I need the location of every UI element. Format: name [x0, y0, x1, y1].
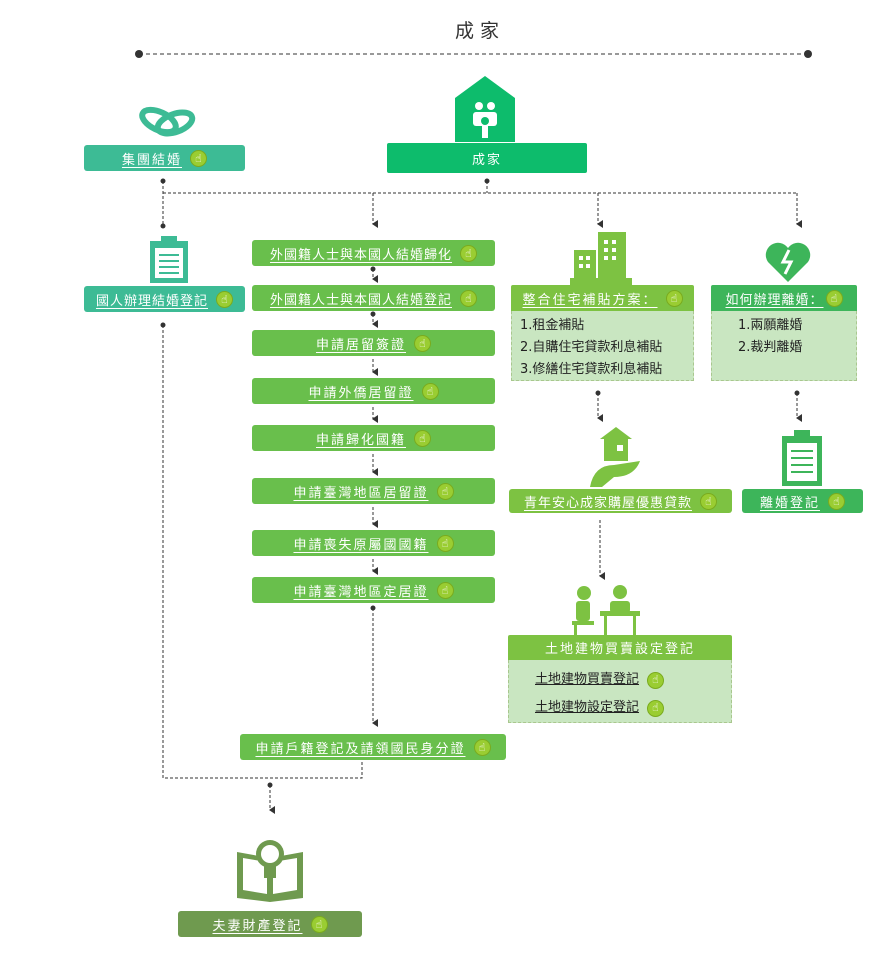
foreign-step-button[interactable]: 外國籍人士與本國人結婚登記☝ — [252, 285, 495, 311]
family-button: 成家 — [387, 143, 587, 173]
list-item: 3.修繕住宅貸款利息補貼 — [520, 362, 663, 377]
foreign-step-button[interactable]: 外國籍人士與本國人結婚歸化☝ — [252, 240, 495, 266]
family-house-icon — [455, 76, 515, 142]
housing-subsidy-button[interactable]: 整合住宅補貼方案：☝ — [511, 285, 694, 311]
list-item: 1.兩願離婚 — [738, 318, 803, 333]
hand-pointer-icon: ☝ — [436, 581, 454, 599]
clipboard-icon — [150, 236, 188, 283]
hand-pointer-icon: ☝ — [436, 482, 454, 500]
hand-house-icon — [590, 427, 640, 487]
youth-loan-button[interactable]: 青年安心成家購屋優惠貸款☝ — [509, 489, 732, 513]
housing-subsidy-list: 1.租金補貼 2.自購住宅貸款利息補貼 3.修繕住宅貸款利息補貼 — [511, 311, 694, 381]
hand-pointer-icon: ☝ — [473, 738, 491, 756]
hand-pointer-icon: ☝ — [190, 149, 207, 167]
land-mortgage-link[interactable]: 土地建物設定登記☝ — [535, 694, 731, 722]
hand-pointer-icon: ☝ — [647, 699, 665, 717]
divorce-registration-button[interactable]: 離婚登記☝ — [742, 489, 863, 513]
wedding-rings-icon — [139, 106, 196, 137]
divorce-info-button[interactable]: 如何辦理離婚：☝ — [711, 285, 857, 311]
hand-pointer-icon: ☝ — [216, 290, 233, 308]
foreign-step-button[interactable]: 申請歸化國籍☝ — [252, 425, 495, 451]
hand-pointer-icon: ☝ — [665, 289, 683, 307]
group-wedding-button[interactable]: 集團結婚☝ — [84, 145, 245, 171]
land-sale-link[interactable]: 土地建物買賣登記☝ — [535, 666, 731, 694]
hand-pointer-icon: ☝ — [436, 534, 454, 552]
property-registration-button[interactable]: 夫妻財產登記☝ — [178, 911, 362, 937]
land-list: 土地建物買賣登記☝ 土地建物設定登記☝ — [508, 660, 732, 723]
page-title: 成家 — [454, 20, 505, 42]
list-item: 2.自購住宅貸款利息補貼 — [520, 340, 663, 355]
hand-pointer-icon: ☝ — [414, 334, 431, 352]
domestic-marriage-button[interactable]: 國人辦理結婚登記☝ — [84, 286, 245, 312]
hand-pointer-icon: ☝ — [828, 492, 845, 510]
land-header: 土地建物買賣設定登記 — [508, 635, 732, 660]
list-item: 2.裁判離婚 — [738, 340, 803, 355]
broken-heart-icon — [765, 242, 811, 282]
divorce-list: 1.兩願離婚 2.裁判離婚 — [711, 311, 857, 381]
foreign-step-button[interactable]: 申請居留簽證☝ — [252, 330, 495, 356]
foreign-step-button[interactable]: 申請臺灣地區定居證☝ — [252, 577, 495, 603]
buildings-icon — [570, 232, 632, 285]
hand-pointer-icon: ☝ — [700, 492, 717, 510]
foreign-step-button[interactable]: 申請臺灣地區居留證☝ — [252, 478, 495, 504]
hand-pointer-icon: ☝ — [460, 289, 477, 307]
foreign-step-button[interactable]: 申請喪失原屬國國籍☝ — [252, 530, 495, 556]
hand-pointer-icon: ☝ — [460, 244, 477, 262]
household-registration-button[interactable]: 申請戶籍登記及請領國民身分證☝ — [240, 734, 506, 760]
divorce-clipboard-icon — [782, 430, 822, 486]
list-item: 1.租金補貼 — [520, 318, 585, 333]
hand-pointer-icon: ☝ — [421, 382, 439, 400]
hand-pointer-icon: ☝ — [414, 429, 431, 447]
meeting-icon — [572, 585, 640, 635]
foreign-step-button[interactable]: 申請外僑居留證☝ — [252, 378, 495, 404]
hand-pointer-icon: ☝ — [647, 671, 665, 689]
book-lightbulb-icon — [237, 840, 303, 902]
hand-pointer-icon: ☝ — [310, 915, 328, 933]
hand-pointer-icon: ☝ — [825, 289, 843, 307]
